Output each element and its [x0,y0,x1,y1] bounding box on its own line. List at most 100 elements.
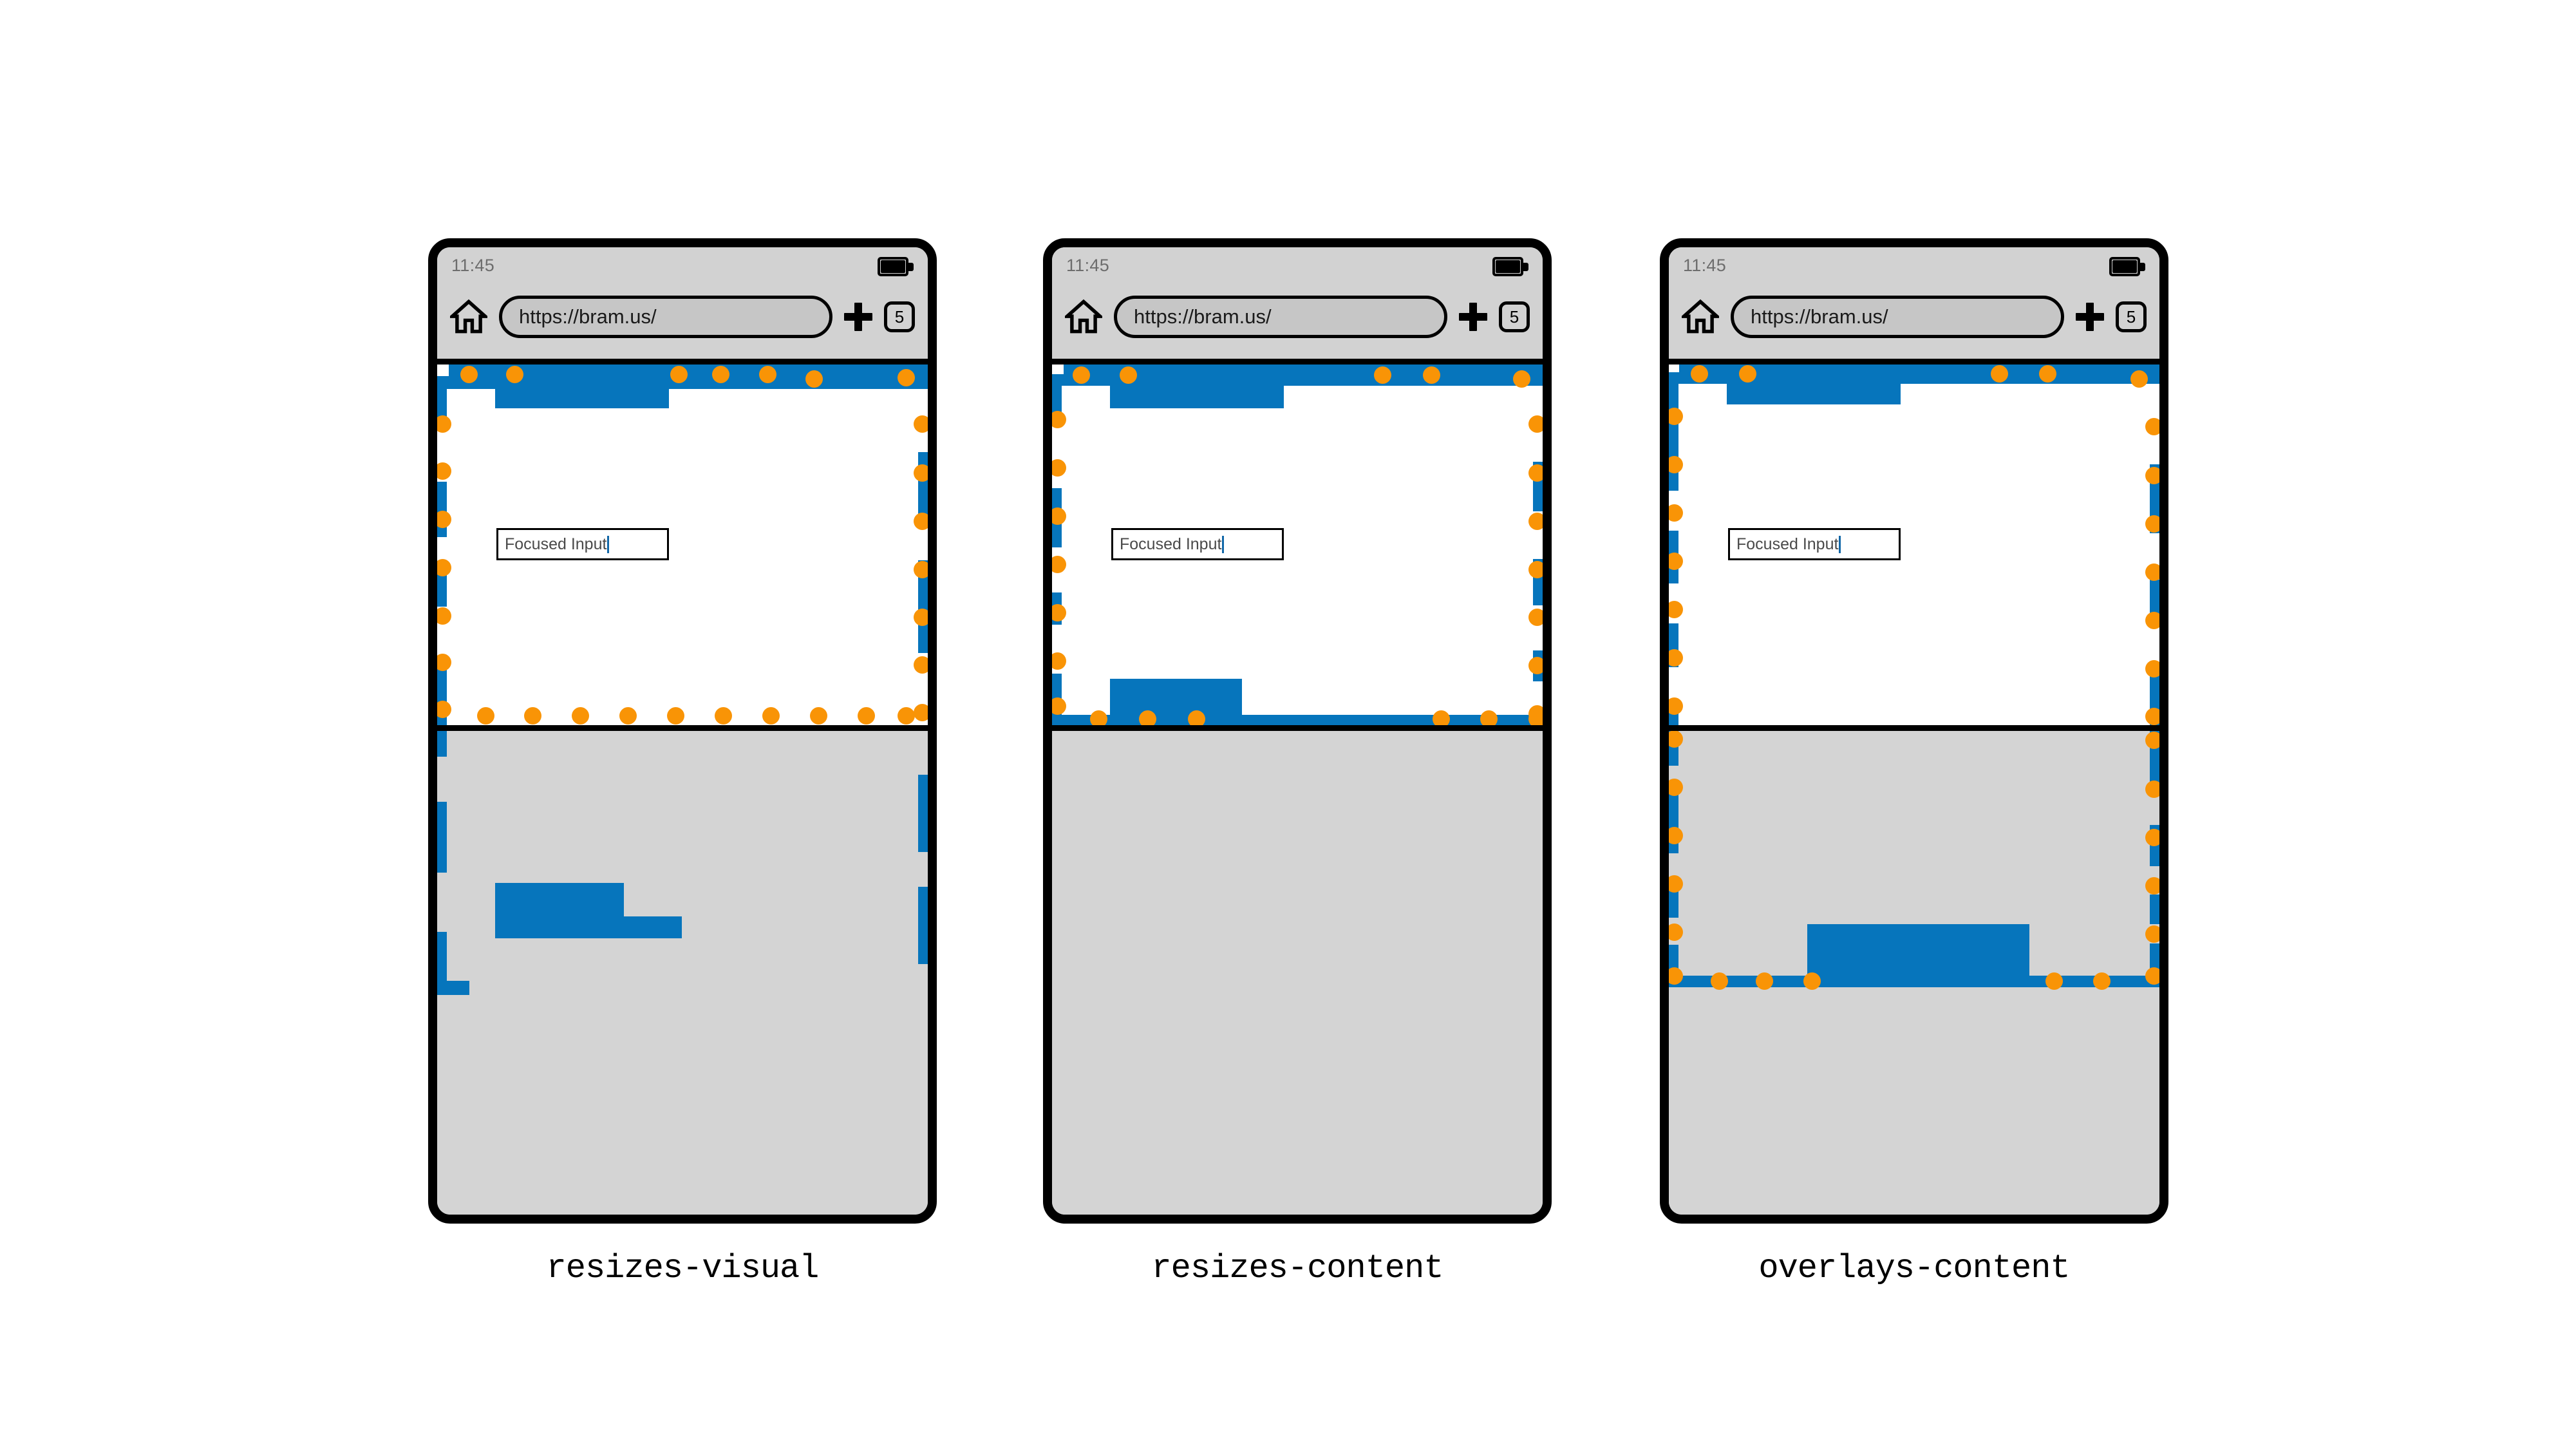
browser-chrome: 11:45 https://bram.us/ 5 [1052,247,1543,365]
page-content-region: Focused Input [1669,365,2159,725]
screen-area: Focused Input [1052,365,1543,1215]
viewport-marker [1052,507,1066,525]
viewport-marker [1990,365,2008,383]
viewport-marker [913,608,928,626]
viewport-marker [2145,466,2159,484]
viewport-marker [437,510,451,528]
viewport-marker [1187,710,1205,725]
viewport-marker [1528,608,1543,626]
browser-chrome: 11:45 https://bram.us/ 5 [1669,247,2159,365]
focused-input-value: Focused Input [1120,535,1222,553]
page-box-top-left-notch [1669,365,1679,372]
page-box-left-edge-behind-kb [437,731,447,757]
home-icon[interactable] [450,298,487,336]
focused-input-value: Focused Input [505,535,607,553]
viewport-marker [1432,710,1450,725]
panel-overlays-content: 11:45 https://bram.us/ 5 [1660,238,2175,1333]
viewport-marker [2145,876,2159,895]
viewport-marker [758,365,776,383]
viewport-marker [1669,552,1683,570]
viewport-marker [1480,710,1498,725]
viewport-marker [437,415,451,433]
page-content-region: Focused Input [1052,365,1543,725]
url-bar[interactable]: https://bram.us/ [1731,296,2064,338]
browser-chrome: 11:45 https://bram.us/ 5 [437,247,928,365]
viewport-marker [1669,778,1683,796]
viewport-marker [1710,972,1728,990]
virtual-keyboard-region [1669,725,2159,1215]
viewport-marker [913,512,928,530]
focused-input-value: Focused Input [1736,535,1839,553]
viewport-marker [1052,410,1066,428]
page-bottom-edge-block [495,916,682,938]
viewport-marker [2045,972,2063,990]
page-footer-block [1807,924,2029,987]
url-bar[interactable]: https://bram.us/ [499,296,832,338]
viewport-marker [913,703,928,721]
viewport-marker [1138,710,1156,725]
viewport-marker [2145,967,2159,985]
right-edge-gap-kb-1 [2150,795,2159,825]
viewport-marker [1669,600,1683,618]
viewport-marker [1119,366,1137,384]
panel-resizes-content: 11:45 https://bram.us/ 5 [1043,238,1558,1333]
viewport-marker [1052,603,1066,621]
viewport-marker [505,365,523,383]
viewport-marker [2145,515,2159,533]
viewport-marker [437,653,451,671]
browser-toolbar: https://bram.us/ 5 [1052,281,1543,353]
left-edge-gap-1 [1052,424,1062,488]
page-box-left-edge-behind-kb [437,932,447,990]
viewport-marker [2145,828,2159,846]
viewport-marker [670,365,688,383]
viewport-marker [1528,560,1543,578]
page-box-top-left-notch [437,365,449,376]
viewport-marker [523,706,541,724]
home-icon[interactable] [1682,298,1719,336]
viewport-marker [437,558,451,576]
focused-input[interactable]: Focused Input [1111,528,1284,560]
tab-count-button[interactable]: 5 [1499,301,1530,332]
viewport-marker [857,706,875,724]
page-box-right-edge-over-kb [2150,731,2159,987]
battery-icon [2109,257,2145,276]
plus-icon[interactable] [844,303,872,331]
viewport-marker [619,706,637,724]
viewport-marker [1422,366,1440,384]
viewport-marker [1072,366,1090,384]
viewport-marker [1669,923,1683,941]
viewport-marker [711,365,729,383]
plus-icon[interactable] [1459,303,1487,331]
viewport-marker [1690,365,1708,383]
plus-icon[interactable] [2076,303,2104,331]
status-time: 11:45 [1066,256,1110,275]
url-bar[interactable]: https://bram.us/ [1114,296,1447,338]
battery-nub [1523,263,1528,271]
viewport-marker [897,706,915,724]
tab-count-button[interactable]: 5 [2116,301,2147,332]
viewport-marker [2145,780,2159,798]
page-box-left-edge [1669,365,1678,725]
screen-area: Focused Input [437,365,928,1215]
viewport-marker [1669,731,1683,748]
viewport-marker [913,415,928,433]
viewport-marker [805,370,823,388]
viewport-marker [571,706,589,724]
viewport-marker [913,656,928,674]
text-caret [1839,535,1841,553]
home-icon[interactable] [1065,298,1102,336]
screen-area: Focused Input [1669,365,2159,1215]
viewport-marker [1755,972,1773,990]
focused-input[interactable]: Focused Input [1728,528,1901,560]
viewport-marker [1803,972,1821,990]
viewport-marker [1669,967,1683,985]
right-edge-gap-3 [2150,623,2159,668]
battery-nub [2140,263,2145,271]
text-caret [607,535,610,553]
viewport-marker [1052,459,1066,477]
status-bar: 11:45 [1669,253,2159,283]
focused-input[interactable]: Focused Input [496,528,669,560]
status-time: 11:45 [451,256,495,275]
viewport-marker [1052,555,1066,573]
tab-count-button[interactable]: 5 [884,301,915,332]
